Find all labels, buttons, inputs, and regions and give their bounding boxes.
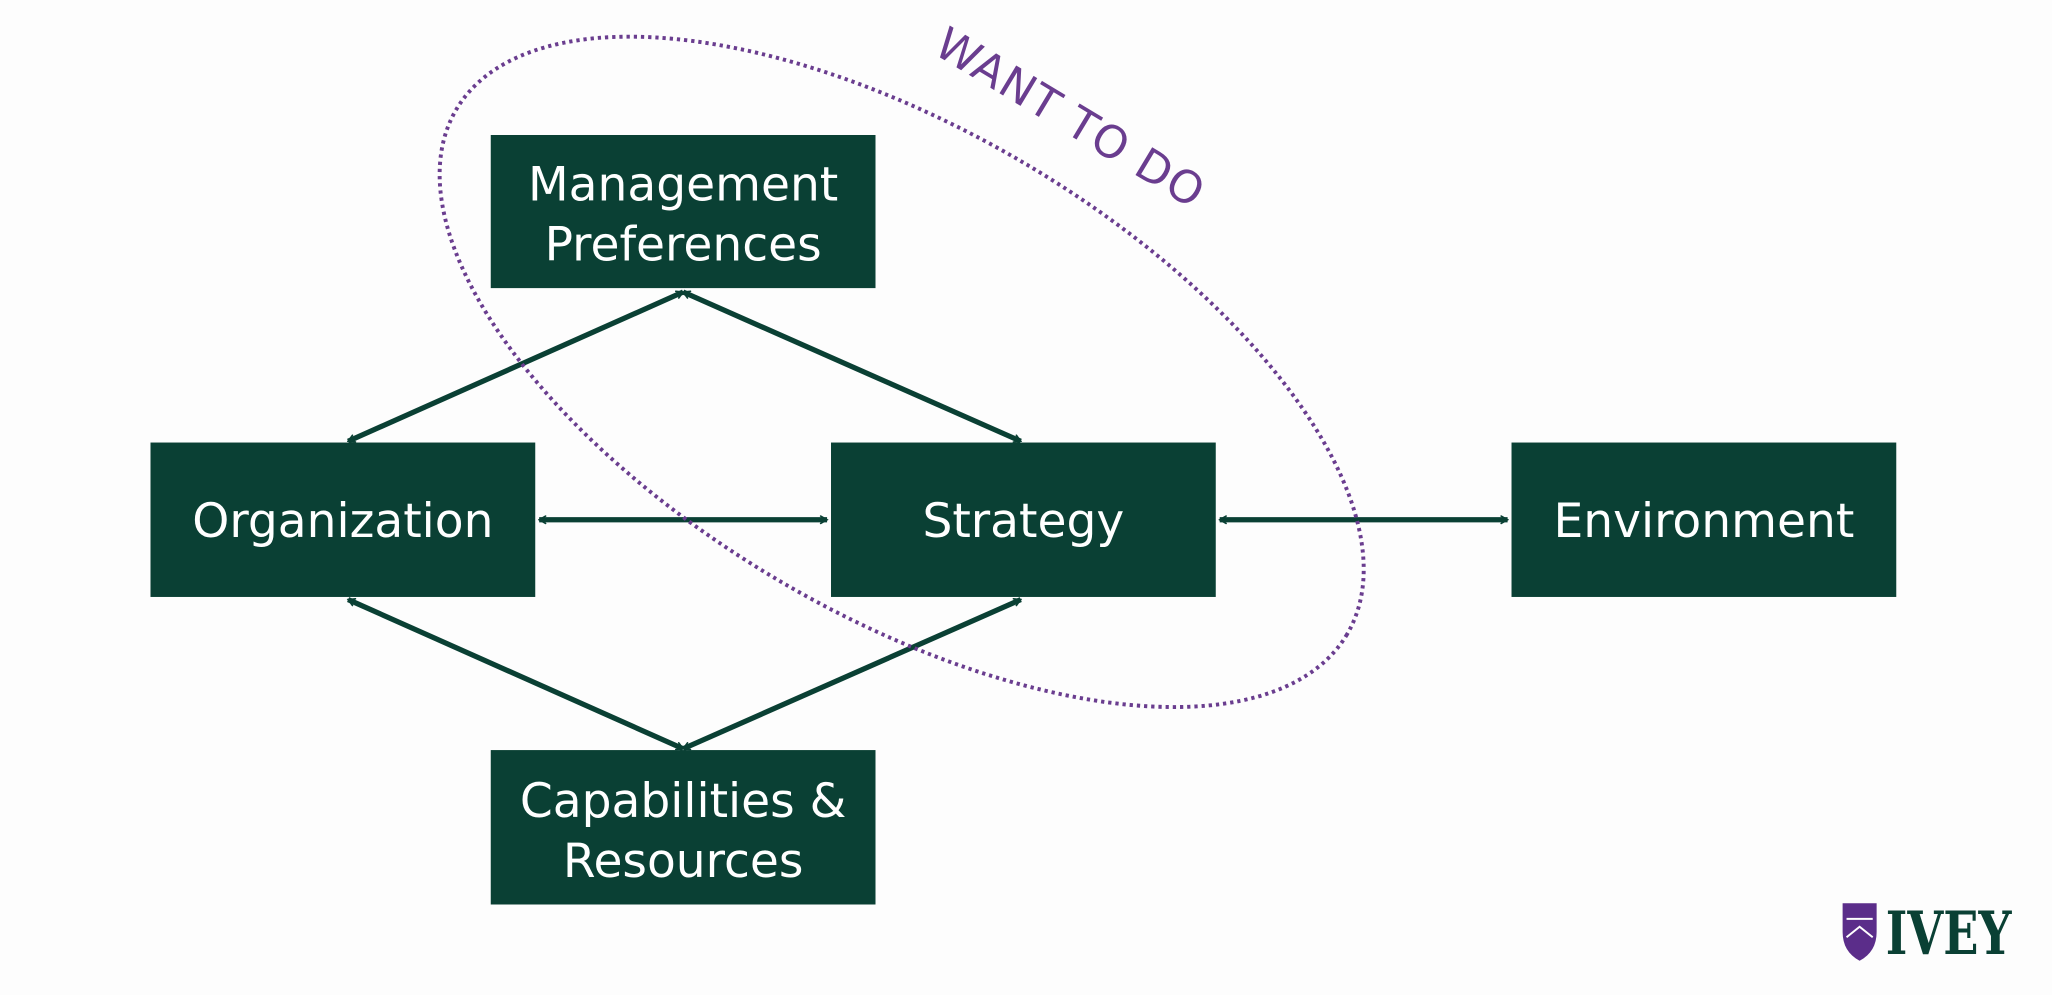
arrow-management-strategy [683,289,1021,444]
node-strategy: Strategy [831,442,1216,597]
ivey-logo: IVEY [1842,898,2012,969]
arrow-organization-capabilities [348,597,683,752]
want-to-do-label: WANT TO DO [926,18,1214,219]
node-label: Capabilities & [520,774,847,829]
node-environment: Environment [1511,442,1897,597]
shield-icon [1842,903,1877,961]
node-label: Resources [563,834,804,889]
arrow-strategy-capabilities [683,597,1021,752]
node-label: Strategy [922,494,1124,549]
node-label: Management [528,157,838,212]
node-label: Preferences [545,218,822,273]
arrow-management-organization [348,289,683,444]
node-label: Organization [192,494,493,549]
node-capabilities-resources: Capabilities & Resources [490,750,876,905]
arrows [348,289,1507,752]
want-to-do-ellipse [437,34,1366,710]
logo-text: IVEY [1886,898,2012,969]
node-label: Environment [1553,494,1854,549]
node-organization: Organization [150,442,536,597]
node-management-preferences: Management Preferences [490,134,876,289]
